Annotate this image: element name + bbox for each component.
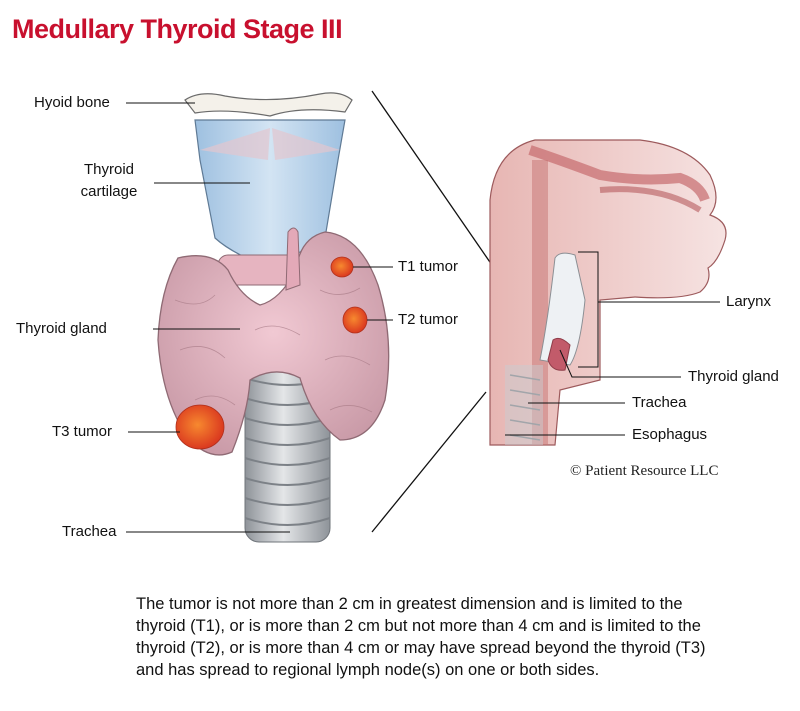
t3-tumor-mark <box>175 404 225 450</box>
front-trachea <box>244 359 331 543</box>
t1-tumor-mark <box>330 256 354 278</box>
label-larynx: Larynx <box>726 293 772 310</box>
label-side-thyroid-gland: Thyroid gland <box>688 368 779 385</box>
label-thyroid-cartilage-line2: cartilage <box>80 183 138 200</box>
side-view <box>489 139 727 446</box>
label-thyroid-gland: Thyroid gland <box>16 320 107 337</box>
label-side-trachea: Trachea <box>632 394 687 411</box>
stage-description: The tumor is not more than 2 cm in great… <box>136 595 706 679</box>
front-leader-lines <box>126 102 393 533</box>
zoom-lines <box>371 90 495 533</box>
label-hyoid-bone: Hyoid bone <box>34 94 110 111</box>
hyoid-bone <box>184 92 353 117</box>
page-title: Medullary Thyroid Stage III <box>12 14 343 44</box>
label-trachea: Trachea <box>62 523 117 540</box>
side-leader-lines <box>505 251 720 436</box>
label-thyroid-cartilage-line1: Thyroid <box>83 161 135 178</box>
t2-tumor-mark <box>342 306 368 334</box>
label-t2-tumor: T2 tumor <box>398 311 459 328</box>
label-esophagus: Esophagus <box>632 426 708 443</box>
label-t1-tumor: T1 tumor <box>398 258 459 275</box>
copyright-notice: © Patient Resource LLC <box>570 463 719 479</box>
label-t3-tumor: T3 tumor <box>52 423 113 440</box>
